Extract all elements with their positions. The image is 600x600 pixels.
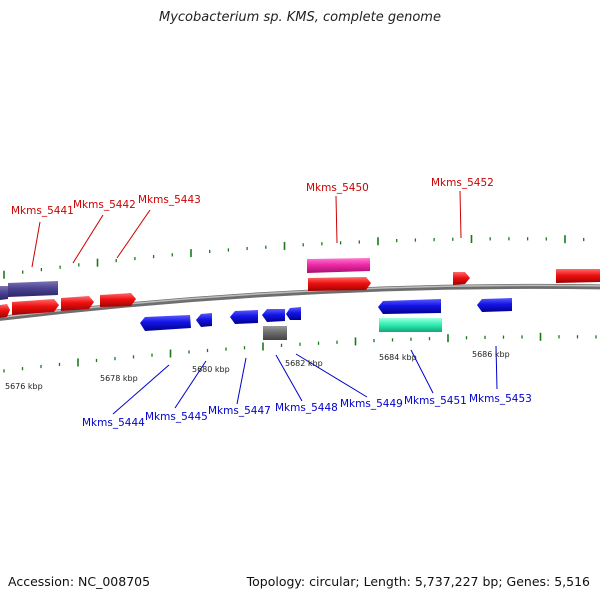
gene-mkms-5452-arrow[interactable] — [453, 272, 470, 285]
gene-label[interactable]: Mkms_5441 — [11, 205, 74, 217]
gene-mkms-5451-arrow[interactable] — [378, 299, 441, 314]
position-label: 5676 kbp — [5, 382, 43, 391]
gene-gray-box[interactable] — [263, 326, 287, 340]
forward-leader-lines — [31, 190, 462, 268]
gene-mkms-5453-arrow[interactable] — [477, 298, 512, 312]
forward-strand-genes — [0, 258, 600, 318]
position-label: 5680 kbp — [192, 365, 230, 374]
gene-label[interactable]: Mkms_5452 — [431, 177, 494, 189]
gene-label[interactable]: Mkms_5450 — [306, 182, 369, 194]
gene-label[interactable]: Mkms_5447 — [208, 405, 271, 417]
accession-text: Accession: NC_008705 — [8, 574, 151, 589]
gene-red-arrow-5450b[interactable] — [308, 277, 371, 291]
gene-red-arrow-right[interactable] — [556, 269, 600, 283]
gene-mkms-5442-arrow[interactable] — [12, 299, 59, 315]
gene-label[interactable]: Mkms_5443 — [138, 194, 201, 206]
gene-mkms-5447-arrow[interactable] — [230, 310, 258, 324]
gene-label[interactable]: Mkms_5444 — [82, 417, 145, 429]
reverse-leader-lines — [112, 345, 498, 415]
position-label: 5682 kbp — [285, 359, 323, 368]
gene-label[interactable]: Mkms_5451 — [404, 395, 467, 407]
reverse-gene-labels: Mkms_5444 Mkms_5445 Mkms_5447 Mkms_5448 … — [82, 393, 532, 429]
position-labels: 5676 kbp 5678 kbp 5680 kbp 5682 kbp 5684… — [5, 350, 510, 391]
inner-tick-track — [3, 332, 597, 373]
gene-mkms-5448a-arrow[interactable] — [262, 309, 285, 322]
gene-mkms-5443-arrow[interactable] — [100, 293, 136, 307]
forward-gene-labels: Mkms_5441 Mkms_5442 Mkms_5443 Mkms_5450 … — [11, 177, 494, 217]
gene-label[interactable]: Mkms_5453 — [469, 393, 532, 405]
position-label: 5684 kbp — [379, 353, 417, 362]
gene-purple-left-arrow[interactable] — [0, 286, 8, 300]
genome-stats-text: Topology: circular; Length: 5,737,227 bp… — [246, 574, 590, 589]
position-label: 5678 kbp — [100, 374, 138, 383]
outer-tick-track — [3, 234, 585, 279]
gene-mkms-5444-arrow[interactable] — [140, 315, 191, 331]
gene-mkms-5448b-arrow[interactable] — [286, 307, 301, 320]
gene-mint-box[interactable] — [379, 318, 442, 332]
gene-label[interactable]: Mkms_5448 — [275, 402, 338, 414]
gene-red-arrow-3[interactable] — [61, 296, 94, 311]
gene-label[interactable]: Mkms_5449 — [340, 398, 403, 410]
gene-mkms-5445-arrow[interactable] — [196, 313, 212, 327]
gene-red-left-arrow[interactable] — [0, 304, 10, 318]
position-label: 5686 kbp — [472, 350, 510, 359]
genome-title: Mycobacterium sp. KMS, complete genome — [159, 10, 441, 25]
gene-mkms-5450-arrow[interactable] — [307, 258, 370, 273]
gene-mkms-5441-arrow[interactable] — [8, 281, 58, 297]
reverse-strand-genes — [140, 298, 512, 340]
gene-label[interactable]: Mkms_5442 — [73, 199, 136, 211]
gene-label[interactable]: Mkms_5445 — [145, 411, 208, 423]
